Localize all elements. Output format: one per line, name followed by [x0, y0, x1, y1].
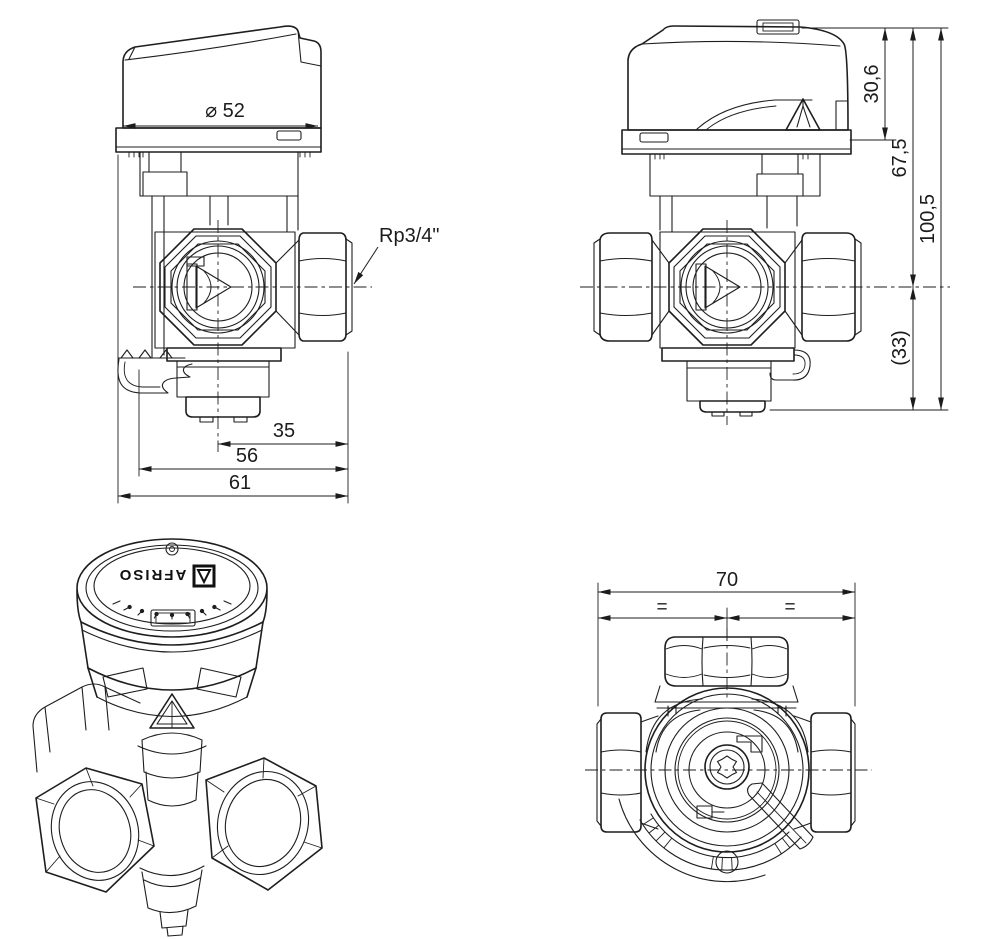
- equal-right-label: =: [784, 597, 795, 618]
- front-view: ⌀ 52: [115, 25, 439, 504]
- perspective-view: AFRISO: [32, 538, 323, 937]
- stem-torx-screw: [696, 735, 763, 819]
- dim-diameter-label: ⌀ 52: [205, 100, 245, 122]
- bottom-outlet-front: [166, 347, 282, 423]
- sector-scale: [618, 798, 802, 883]
- dim-70-label: 70: [716, 569, 738, 591]
- brand-logo-square: [192, 564, 216, 588]
- hex-nut-top-right: [793, 712, 856, 833]
- adapter-side: [649, 153, 821, 233]
- bottom-outlet-perspective: [139, 865, 205, 937]
- bracket-front-left: [117, 349, 193, 394]
- bottom-outlet-side: [661, 347, 811, 417]
- brand-logo-triangle-icon: [196, 569, 212, 585]
- dim-56-label: 56: [236, 445, 258, 467]
- hex-nut-top: [664, 636, 789, 687]
- actuator-base-side: [621, 129, 852, 160]
- adapter-front: [139, 151, 299, 359]
- dial-scale-ticks: [112, 600, 232, 620]
- hex-nut-top-left: [596, 712, 659, 833]
- brand-logo-group: AFRISO: [118, 564, 216, 588]
- hex-nut-perspective-left: [35, 767, 155, 893]
- top-view: 70 = =: [585, 569, 872, 883]
- dim-30-6-label: 30,6: [861, 65, 883, 104]
- actuator-dome: AFRISO: [76, 538, 268, 729]
- brand-label: AFRISO: [118, 566, 187, 583]
- side-view: 30,6 67,5 (33) 100,5: [580, 19, 950, 425]
- dim-61-label: 61: [229, 472, 251, 494]
- hex-nut-side-left: [593, 232, 670, 342]
- valve-body-front: [154, 228, 296, 349]
- equal-left-label: =: [656, 597, 667, 618]
- hex-nut-front-right: [275, 232, 353, 342]
- actuator-head-front: [122, 25, 322, 129]
- actuator-head-side: [627, 19, 849, 131]
- hex-nut-perspective-right: [205, 757, 323, 891]
- port-thread-label: Rp3/4": [379, 225, 439, 247]
- actuator-base-front: [115, 127, 322, 158]
- valve-body-side: [659, 228, 796, 349]
- dim-100-5-label: 100,5: [917, 194, 939, 244]
- dim-35-label: 35: [273, 420, 295, 442]
- valve-body-perspective: [32, 683, 323, 937]
- stem-lever: [746, 782, 814, 850]
- dim-33-label: (33): [889, 330, 911, 366]
- dim-67-5-label: 67,5: [889, 139, 911, 178]
